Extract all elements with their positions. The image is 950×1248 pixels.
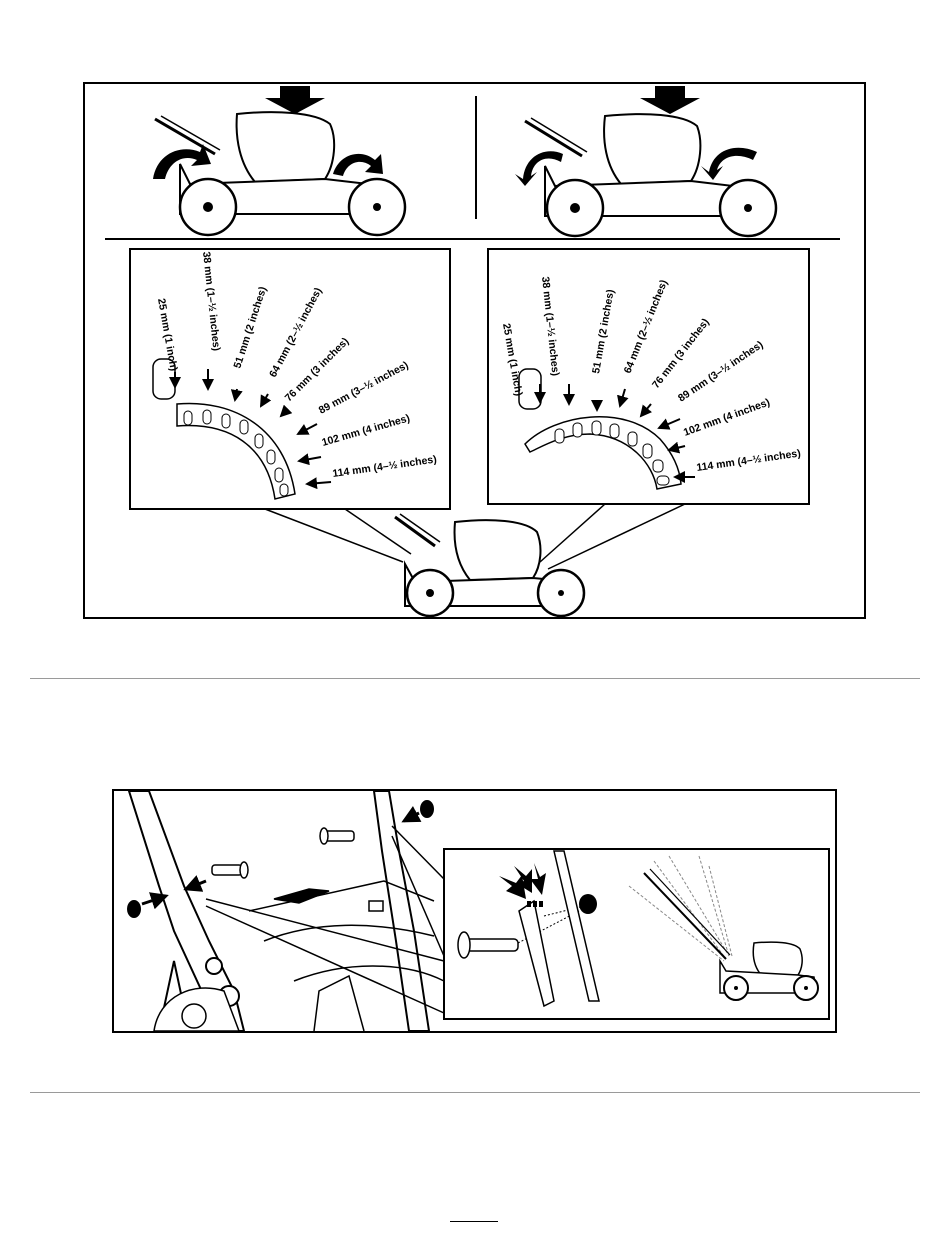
mower-lower-illustration [515, 86, 776, 236]
nut-icon [127, 900, 141, 918]
bolt-icon [320, 828, 354, 844]
down-arrow-icon [640, 86, 700, 114]
height-of-cut-figure: 25 mm (1 inch) 38 mm (1–½ inches) 51 mm … [83, 82, 866, 619]
page-number-rule [450, 1221, 498, 1222]
up-arrow-icon [265, 86, 325, 114]
horizontal-rule [30, 1092, 920, 1093]
rotate-arrow-icon [333, 154, 383, 176]
grass-bag [604, 114, 700, 184]
handle-assembly-illustration [114, 791, 835, 1031]
rotate-arrow-icon [701, 148, 757, 180]
nut-icon [420, 800, 434, 818]
height-of-cut-illustration: 25 mm (1 inch) 38 mm (1–½ inches) 51 mm … [85, 84, 864, 617]
grass-bag [237, 112, 335, 182]
horizontal-rule [30, 678, 920, 679]
mower-raise-illustration [153, 86, 405, 235]
rotate-arrow-icon [515, 151, 563, 186]
handle-arm [129, 791, 429, 1031]
bolt-icon [212, 862, 248, 878]
handle-assembly-figure [112, 789, 837, 1033]
